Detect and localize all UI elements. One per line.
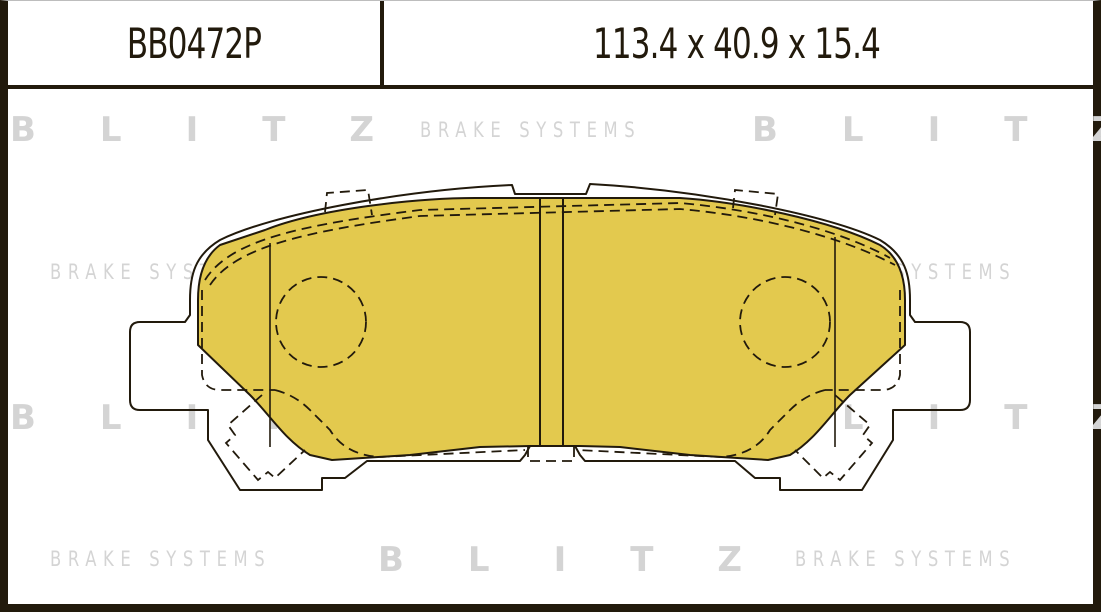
shim-circle-right xyxy=(739,276,831,368)
watermark-brand: BLITZ xyxy=(752,110,1101,150)
watermark-tagline: BRAKE SYSTEMS xyxy=(420,118,642,142)
part-number: BB0472P xyxy=(126,18,262,68)
watermark-tagline: BRAKE SYSTEMS xyxy=(795,547,1017,571)
friction-material xyxy=(197,197,906,461)
backing-plate-outline xyxy=(129,183,971,491)
watermark-brand: BLITZ xyxy=(10,110,439,150)
dimensions: 113.4 x 40.9 x 15.4 xyxy=(592,18,881,68)
shim-circle-left xyxy=(275,276,367,368)
watermark-brand: BLITZ xyxy=(378,540,807,580)
watermark-tagline: BRAKE SYSTEMS xyxy=(50,547,272,571)
header-divider xyxy=(380,1,384,85)
header-row: BB0472P 113.4 x 40.9 x 15.4 xyxy=(8,1,1093,89)
